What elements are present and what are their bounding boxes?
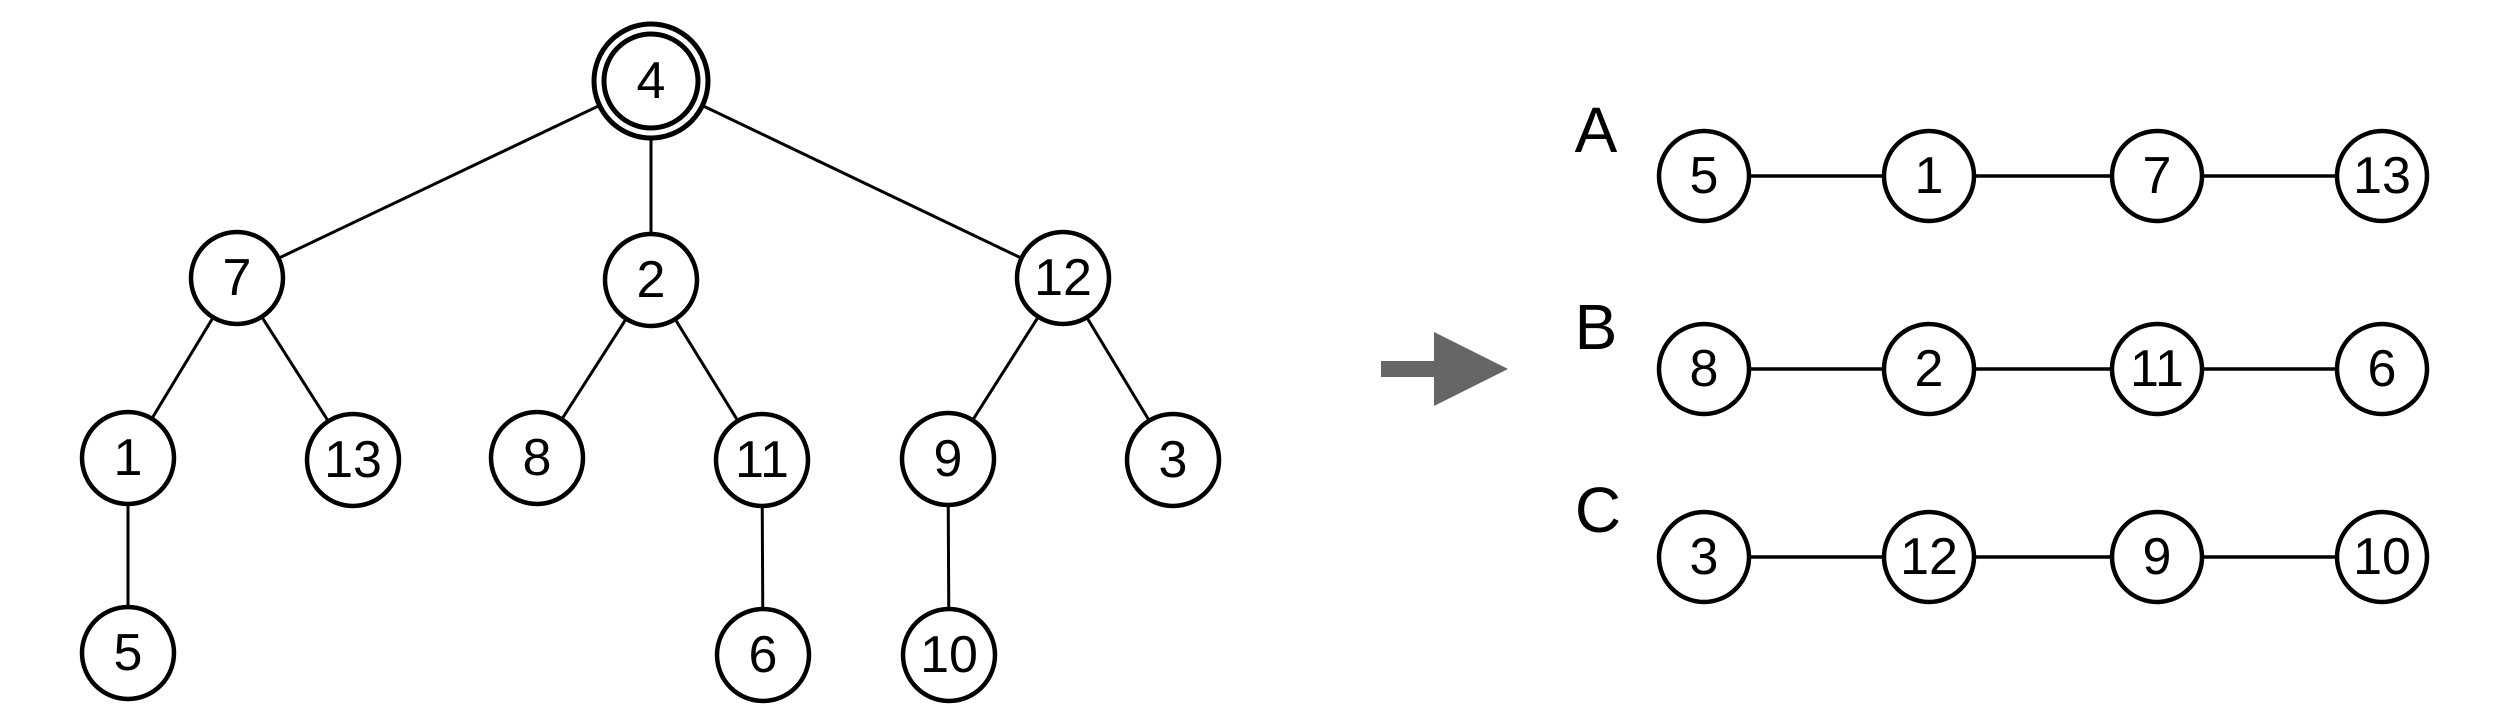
node-label: 6 — [749, 626, 778, 684]
chain-node-C-10: 10 — [2334, 509, 2430, 605]
chain-node-A-5: 5 — [1656, 128, 1752, 224]
node-label: 2 — [637, 251, 666, 309]
node-label: 3 — [1690, 528, 1719, 586]
tree-node-12: 12 — [1014, 229, 1112, 327]
tree-node-1: 1 — [79, 409, 177, 507]
chain-node-C-12: 12 — [1881, 509, 1977, 605]
node-circle — [79, 604, 177, 702]
node-circle — [2109, 128, 2205, 224]
tree-edge-4-12 — [650, 79, 1064, 280]
node-label: 8 — [523, 429, 552, 487]
node-circle — [1014, 229, 1112, 327]
node-circle — [900, 606, 998, 704]
node-label: 5 — [114, 624, 143, 682]
chain-label: C — [1575, 474, 1621, 546]
chain-node-B-2: 2 — [1881, 321, 1977, 417]
node-circle — [2109, 321, 2205, 417]
tree-node-11: 11 — [713, 411, 811, 509]
node-circle — [2109, 509, 2205, 605]
node-circle — [488, 409, 586, 507]
node-label: 7 — [223, 249, 252, 307]
chain-node-B-8: 8 — [1656, 321, 1752, 417]
chain-node-A-7: 7 — [2109, 128, 2205, 224]
chain-node-A-1: 1 — [1881, 128, 1977, 224]
node-label: 5 — [1690, 147, 1719, 205]
node-label: 8 — [1690, 340, 1719, 398]
root-inner-ring — [601, 31, 701, 131]
node-circle — [1124, 411, 1222, 509]
node-label: 3 — [1159, 431, 1188, 489]
node-circle — [899, 410, 997, 508]
node-circle — [2334, 321, 2430, 417]
tree-edge-4-7 — [236, 79, 652, 280]
chain-node-A-13: 13 — [2334, 128, 2430, 224]
tree-node-10: 10 — [900, 606, 998, 704]
node-label: 1 — [1915, 147, 1944, 205]
node-circle — [1881, 321, 1977, 417]
chain-label: A — [1575, 94, 1618, 166]
node-circle — [1881, 128, 1977, 224]
node-label: 7 — [2143, 147, 2172, 205]
chain-row-A: A 5 1 7 13 — [1575, 94, 2430, 224]
node-label: 4 — [637, 52, 666, 110]
node-label: 13 — [324, 431, 382, 489]
node-circle — [2334, 128, 2430, 224]
tree-node-13: 13 — [304, 411, 402, 509]
node-label: 10 — [2353, 528, 2411, 586]
tree-node-8: 8 — [488, 409, 586, 507]
node-circle — [188, 229, 286, 327]
chain-node-B-11: 11 — [2109, 321, 2205, 417]
node-circle — [1656, 509, 1752, 605]
node-circle — [1881, 509, 1977, 605]
node-label: 12 — [1034, 249, 1092, 307]
tree-node-5: 5 — [79, 604, 177, 702]
tree-node-9: 9 — [899, 410, 997, 508]
tree-node-4: 4 — [591, 21, 711, 141]
node-circle — [304, 411, 402, 509]
chain-row-B: B 8 2 11 6 — [1575, 291, 2430, 417]
chain-node-B-6: 6 — [2334, 321, 2430, 417]
node-circle — [714, 606, 812, 704]
node-label: 10 — [920, 626, 978, 684]
node-circle — [713, 411, 811, 509]
node-label: 2 — [1915, 340, 1944, 398]
chain-label: B — [1575, 291, 1618, 363]
node-circle — [1656, 321, 1752, 417]
node-label: 9 — [2143, 528, 2172, 586]
node-label: 9 — [934, 430, 963, 488]
node-label: 11 — [2130, 340, 2184, 398]
right-arrow-icon — [1381, 332, 1508, 406]
node-label: 12 — [1900, 528, 1958, 586]
node-circle — [2334, 509, 2430, 605]
chain-node-C-9: 9 — [2109, 509, 2205, 605]
node-label: 6 — [2368, 340, 2397, 398]
chain-node-C-3: 3 — [1656, 509, 1752, 605]
node-circle — [602, 231, 700, 329]
node-label: 1 — [114, 429, 143, 487]
node-label: 11 — [735, 431, 789, 489]
chain-row-C: C 3 12 9 10 — [1575, 474, 2430, 605]
tree-node-6: 6 — [714, 606, 812, 704]
node-label: 13 — [2353, 147, 2411, 205]
tree-node-7: 7 — [188, 229, 286, 327]
tree-node-3: 3 — [1124, 411, 1222, 509]
node-circle — [79, 409, 177, 507]
node-circle — [1656, 128, 1752, 224]
tree-node-2: 2 — [602, 231, 700, 329]
